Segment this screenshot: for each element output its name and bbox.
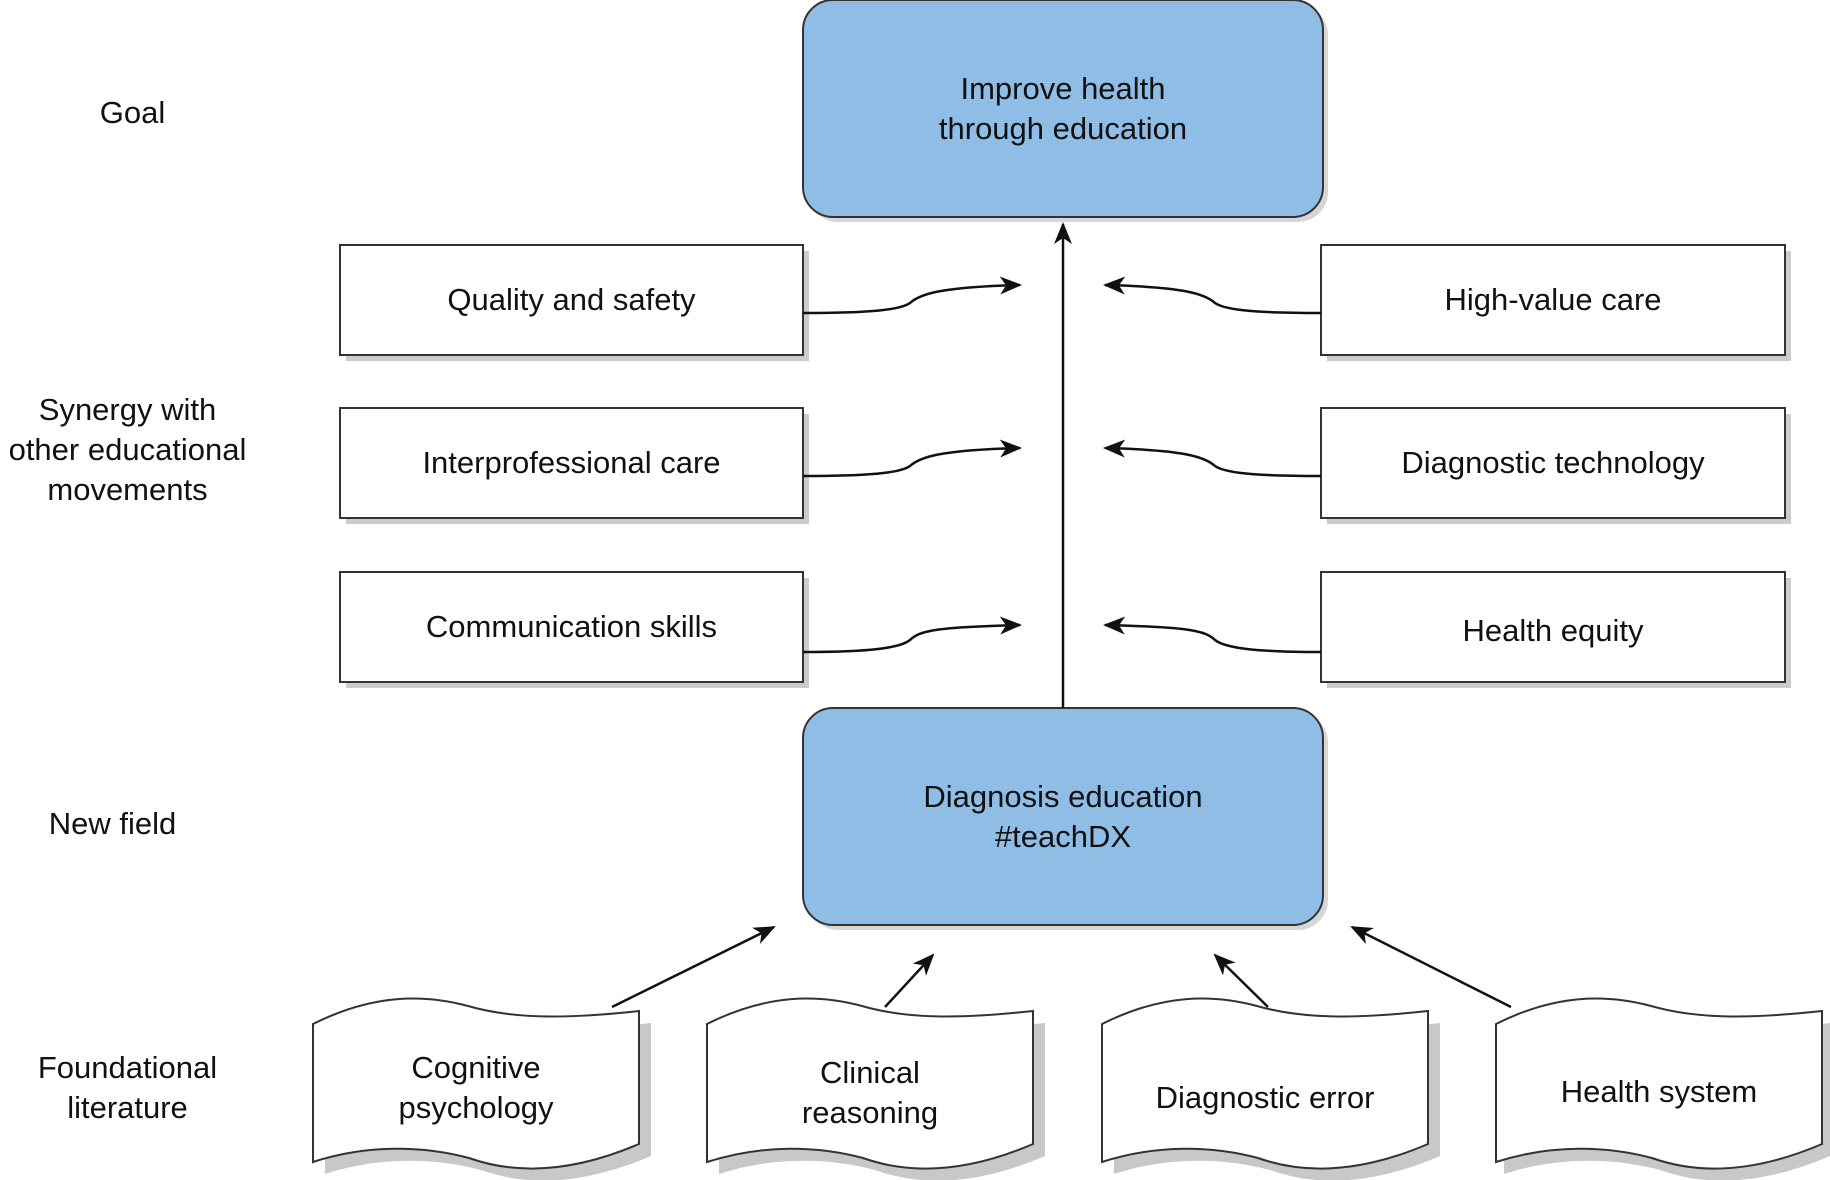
synergy-box-communication-skills bbox=[339, 571, 809, 688]
arrow-cognitive-psychology bbox=[611, 925, 776, 1009]
synergy-box-diagnostic-technology bbox=[1320, 407, 1791, 524]
arrow-quality-and-safety bbox=[802, 276, 1022, 315]
new-field-box bbox=[802, 707, 1328, 930]
arrow-diagnostic-error bbox=[1213, 953, 1269, 1008]
doc-shape-health-system bbox=[1495, 997, 1830, 1180]
synergy-box-quality-and-safety bbox=[339, 244, 809, 361]
goal-box bbox=[802, 0, 1328, 222]
arrow-health-equity bbox=[1103, 616, 1322, 654]
arrow-interprofessional-care bbox=[802, 439, 1022, 478]
arrow-clinical-reasoning bbox=[884, 953, 935, 1008]
synergy-box-high-value-care bbox=[1320, 244, 1791, 361]
doc-shape-cognitive-psychology bbox=[312, 997, 651, 1180]
synergy-box-health-equity bbox=[1320, 571, 1791, 688]
doc-shape-diagnostic-error bbox=[1101, 997, 1440, 1180]
arrow-health-system bbox=[1350, 925, 1512, 1009]
arrow-diagnostic-technology bbox=[1103, 439, 1322, 478]
synergy-box-interprofessional-care bbox=[339, 407, 809, 524]
arrow-communication-skills bbox=[802, 616, 1022, 654]
arrow-high-value-care bbox=[1103, 276, 1322, 315]
doc-shape-clinical-reasoning bbox=[706, 997, 1045, 1180]
